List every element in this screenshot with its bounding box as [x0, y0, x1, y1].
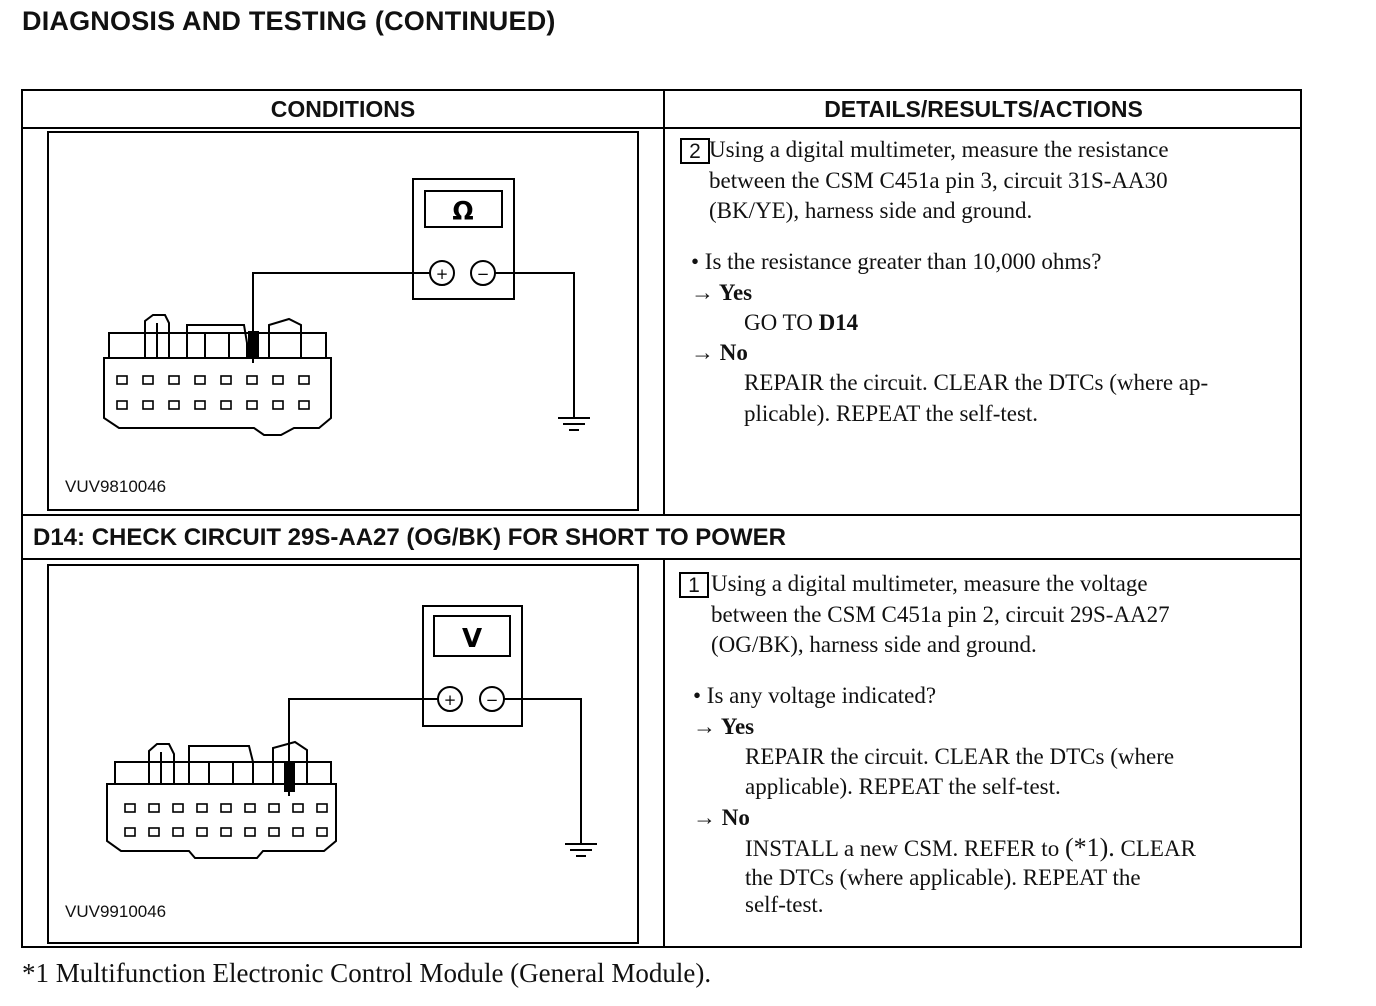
section-divider	[23, 514, 1300, 516]
yes-label: → Yes	[693, 714, 755, 739]
header-divider	[23, 127, 1300, 129]
svg-text:+: +	[436, 265, 449, 283]
footnote-reference: (*1).	[1064, 833, 1115, 862]
instruction-line: Using a digital multimeter, measure the …	[709, 137, 1169, 162]
no-action-line: the DTCs (where applicable). REPEAT the	[745, 865, 1141, 890]
yes-action: GO TO D14	[744, 310, 859, 335]
instruction-line: between the CSM C451a pin 3, circuit 31S…	[709, 168, 1168, 193]
voltage-test-diagram: V + −	[106, 605, 597, 859]
question: • Is any voltage indicated?	[693, 683, 937, 708]
resistance-test-diagram: Ω + −	[103, 178, 590, 436]
figure-code: VUV9810046	[65, 477, 167, 496]
go-to-target: D14	[818, 310, 859, 335]
step-2-details: Using a digital multimeter, measure the …	[691, 134, 1299, 514]
section-title: D14: CHECK CIRCUIT 29S-AA27 (OG/BK) FOR …	[33, 524, 786, 551]
yes-action-line: REPAIR the circuit. CLEAR the DTCs (wher…	[745, 744, 1175, 769]
yes-label: → Yes	[691, 280, 753, 305]
page-title: DIAGNOSIS AND TESTING (CONTINUED)	[22, 6, 556, 36]
svg-text:−: −	[477, 265, 490, 283]
instruction-line: between the CSM C451a pin 2, circuit 29S…	[711, 602, 1170, 627]
figure-code: VUV9910046	[65, 902, 167, 921]
no-action-line: plicable). REPEAT the self-test.	[744, 401, 1039, 426]
svg-text:+: +	[444, 691, 457, 709]
column-header-conditions: CONDITIONS	[270, 96, 416, 122]
instruction-line: (OG/BK), harness side and ground.	[711, 632, 1037, 657]
column-divider-bottom	[663, 558, 665, 948]
column-divider-top	[663, 91, 665, 514]
no-action-line: REPAIR the circuit. CLEAR the DTCs (wher…	[744, 370, 1209, 395]
no-label: → No	[691, 340, 748, 365]
instruction-line: (BK/YE), harness side and ground.	[709, 198, 1033, 223]
svg-text:−: −	[486, 691, 499, 709]
instruction-line: Using a digital multimeter, measure the …	[711, 571, 1148, 596]
section-title-divider	[23, 558, 1300, 560]
no-action-line: INSTALL a new CSM. REFER to (*1). CLEAR	[745, 833, 1196, 862]
no-action-line: self-test.	[745, 892, 824, 917]
step-number-1: 1	[679, 572, 709, 598]
yes-action-line: applicable). REPEAT the self-test.	[745, 774, 1061, 799]
svg-text:Ω: Ω	[452, 196, 473, 225]
figure-voltage-test: V + − VUV99100	[47, 564, 639, 944]
figure-resistance-test: Ω + −	[47, 131, 639, 511]
step-1-details: Using a digital multimeter, measure the …	[693, 568, 1301, 948]
question: • Is the resistance greater than 10,000 …	[691, 249, 1102, 274]
no-label: → No	[693, 805, 750, 830]
column-header-details: DETAILS/RESULTS/ACTIONS	[824, 96, 1143, 122]
diagnosis-table: CONDITIONS DETAILS/RESULTS/ACTIONS Ω + −	[21, 89, 1302, 948]
svg-text:V: V	[462, 624, 482, 654]
step-number-2: 2	[680, 138, 710, 164]
footnote: *1 Multifunction Electronic Control Modu…	[22, 958, 712, 988]
